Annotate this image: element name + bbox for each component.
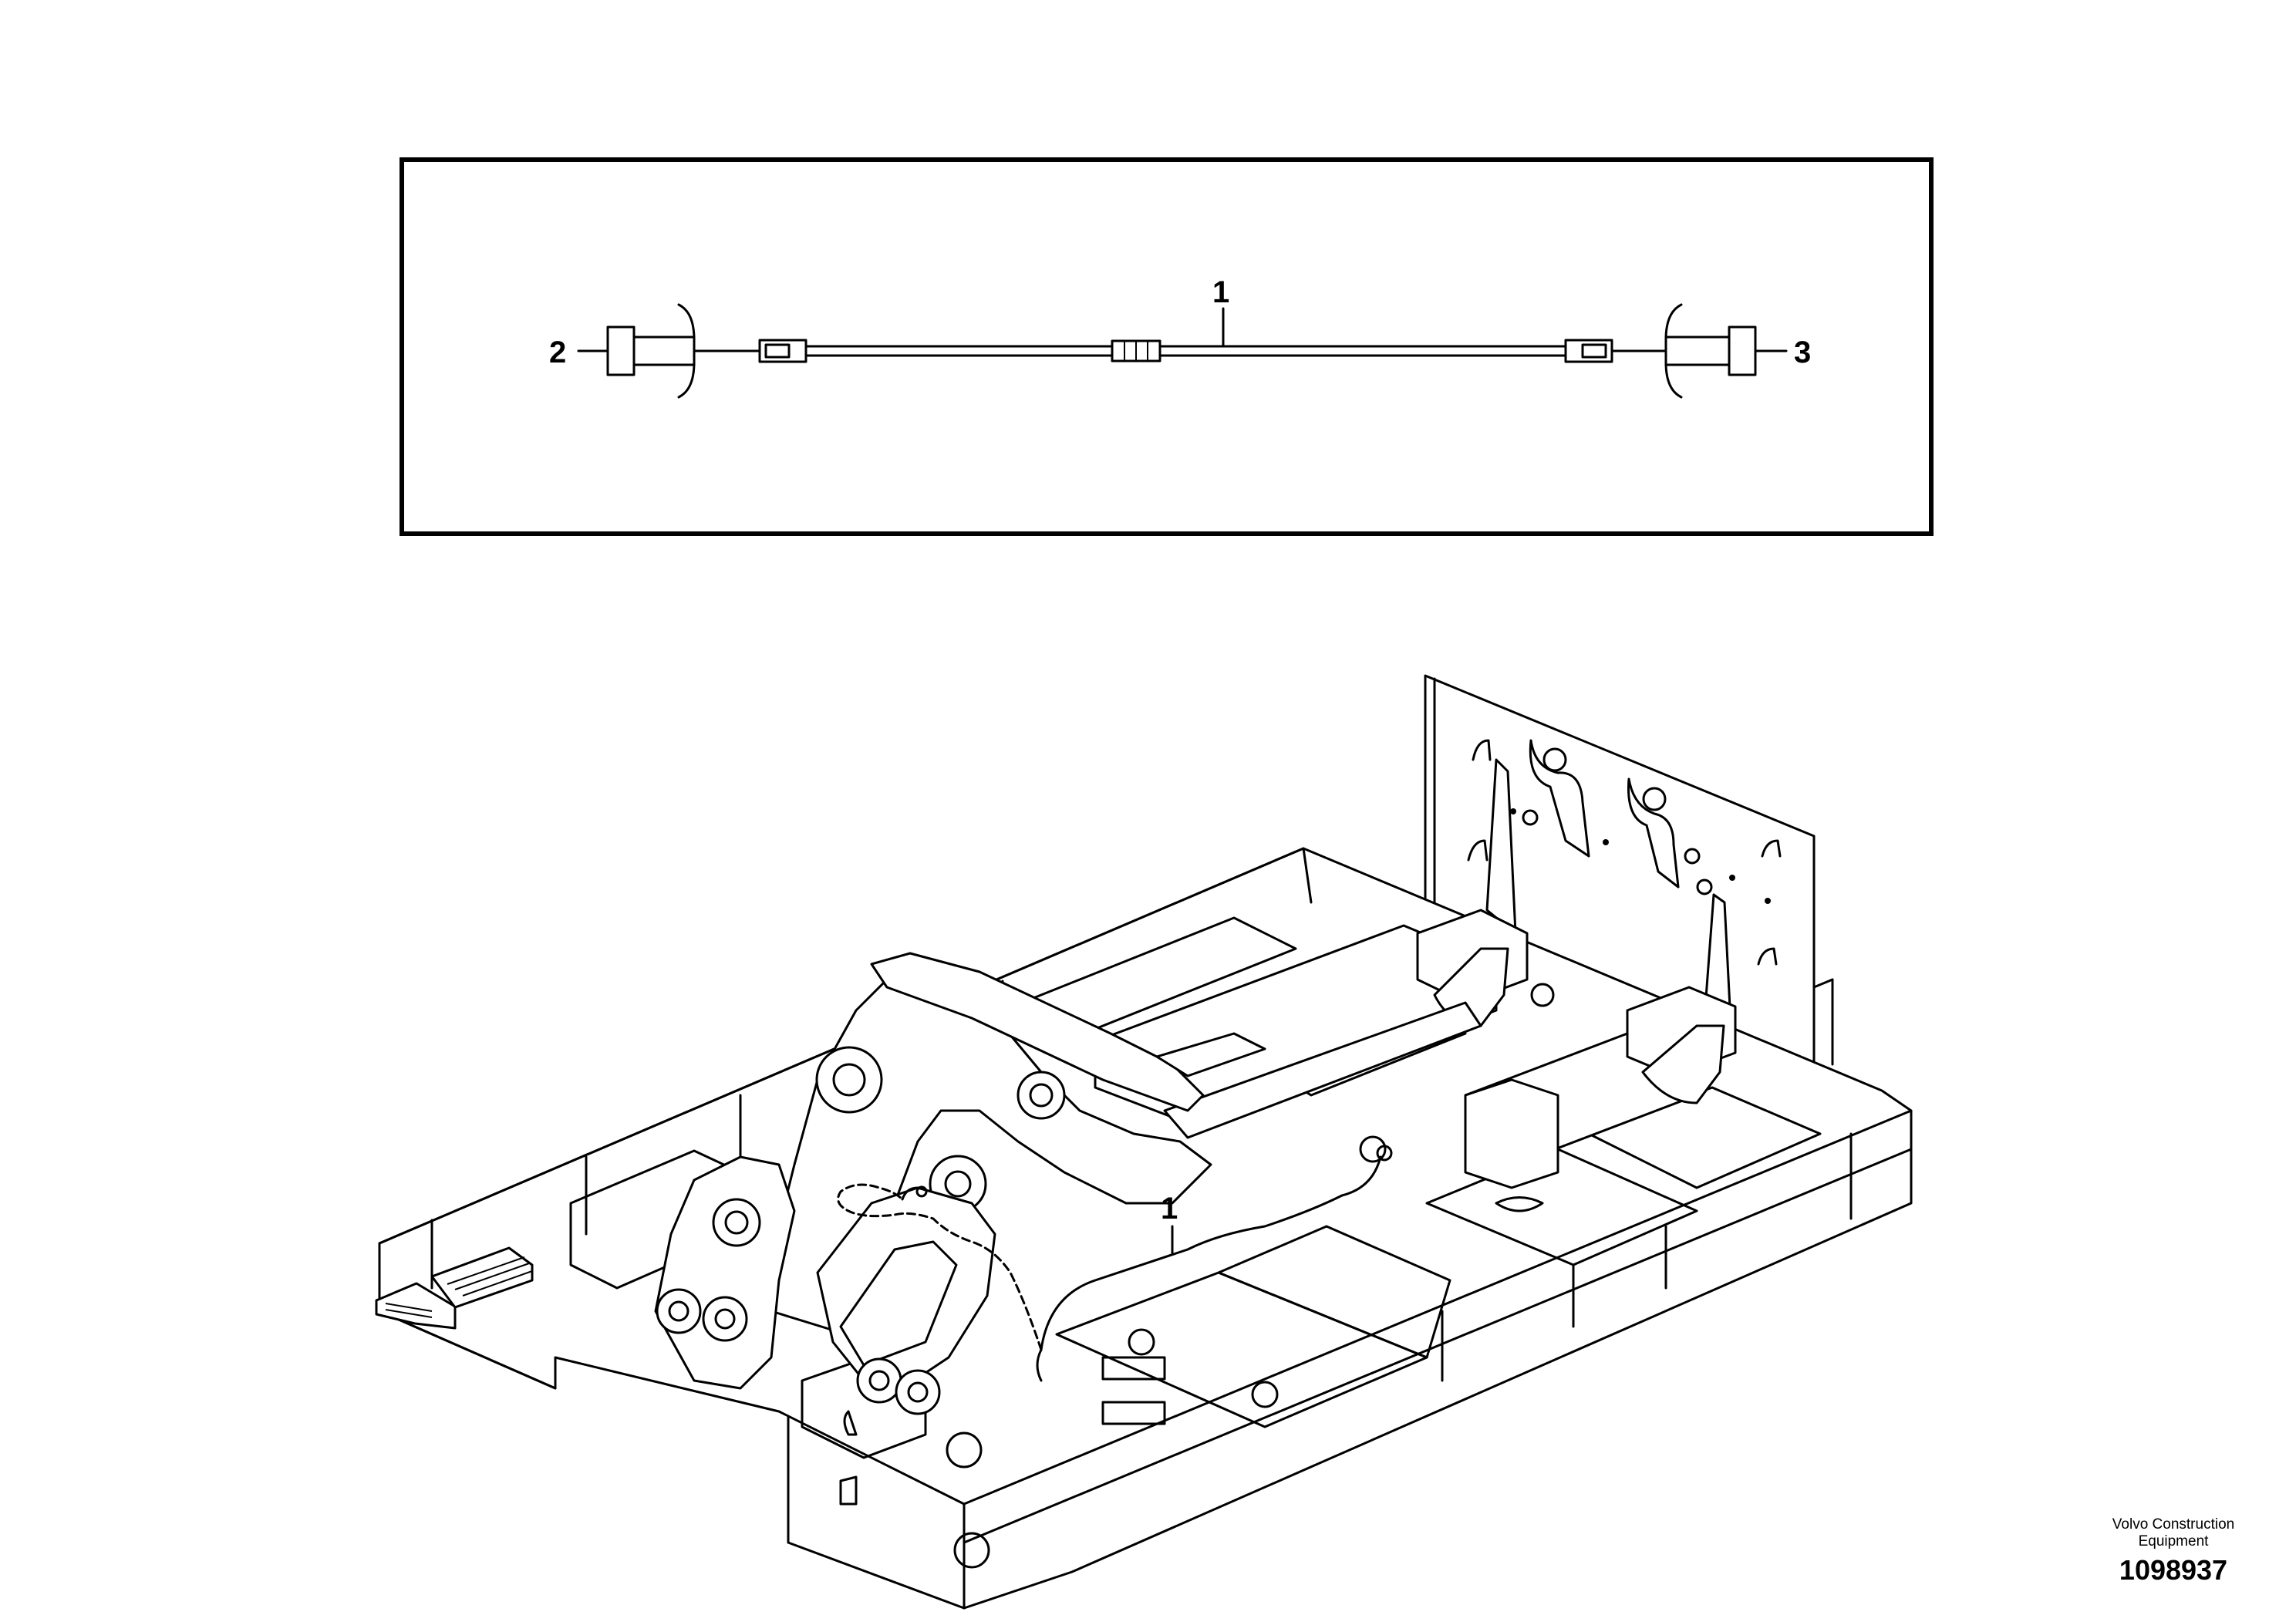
boom-foot	[654, 952, 1266, 1415]
callout-inset-cable: 1	[1212, 275, 1229, 309]
callout-frame-cable: 1	[1161, 1192, 1178, 1226]
company-name-line2: Equipment	[2139, 1533, 2210, 1549]
upper-frame-illustration: 1	[375, 674, 1913, 1610]
callout-left-connector: 2	[549, 336, 566, 369]
inset-cable	[693, 339, 1667, 363]
inset-panel: 1 2 3	[400, 157, 1934, 536]
figure-credit: Volvo Construction Equipment 1098937	[2112, 1516, 2234, 1586]
inset-right-connector	[1664, 325, 1757, 376]
inset-border	[400, 157, 1934, 536]
inset-left-connector	[606, 325, 696, 376]
callout-right-connector: 3	[1794, 336, 1811, 369]
company-name-line1: Volvo Construction	[2112, 1516, 2234, 1533]
frame-cable-harness	[837, 1145, 1393, 1382]
cross-beams	[1094, 909, 1737, 1189]
side-step	[375, 1246, 534, 1330]
figure-number: 1098937	[2119, 1554, 2227, 1586]
